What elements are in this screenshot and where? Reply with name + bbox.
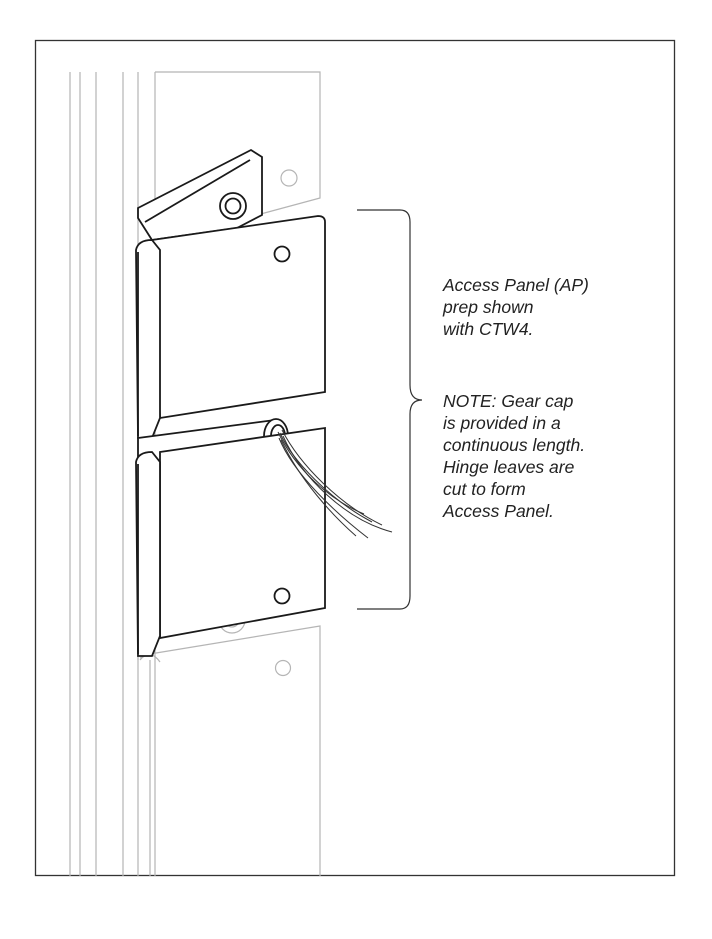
wires (277, 429, 393, 539)
upper-bracket (137, 148, 263, 241)
note-line: cut to form (443, 479, 526, 499)
caption-line: prep shown (443, 297, 534, 317)
note-line: is provided in a (443, 413, 561, 433)
access-panel-upper (135, 215, 326, 439)
note-line: continuous length. (443, 435, 586, 455)
caption-line: with CTW4. (443, 319, 534, 339)
note-line: Access Panel. (443, 501, 554, 521)
note-caption: NOTE: Gear cap is provided in a continuo… (443, 390, 673, 522)
note-line: Hinge leaves are (443, 457, 575, 477)
access-panel-lower (135, 426, 326, 657)
note-line: NOTE: Gear cap (443, 391, 574, 411)
curly-brace (357, 209, 423, 610)
outer-border (34, 39, 676, 877)
upper-hinge-leaf (155, 71, 321, 216)
caption-line: Access Panel (AP) (443, 275, 589, 295)
access-panel-caption: Access Panel (AP) prep shown with CTW4. (443, 274, 663, 340)
